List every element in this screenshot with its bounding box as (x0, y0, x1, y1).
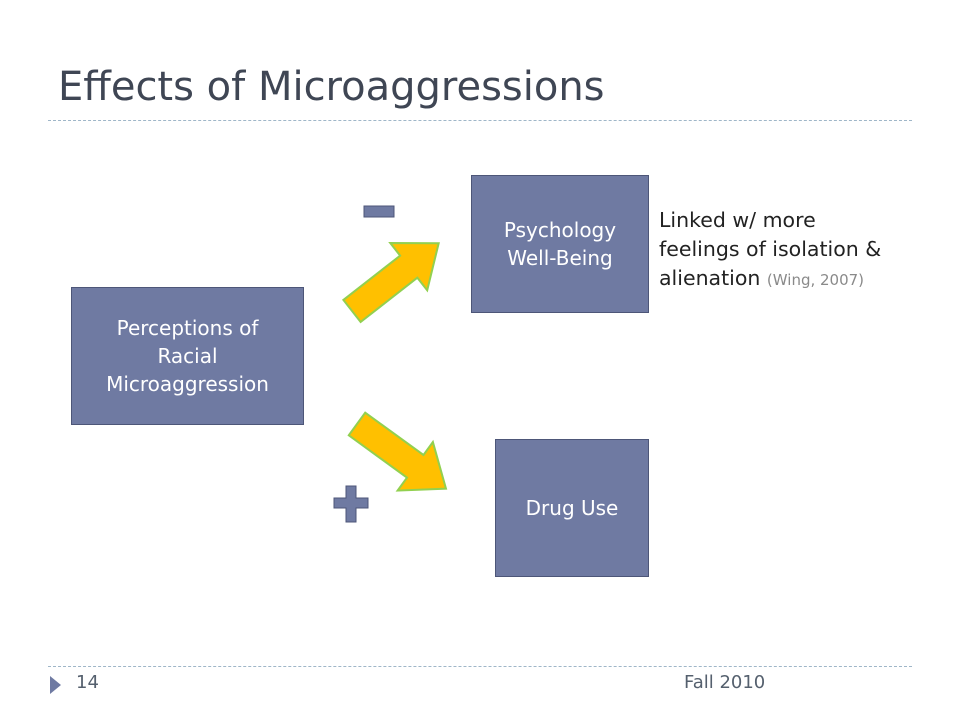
footer-date: Fall 2010 (684, 672, 766, 693)
footer-bullet-icon (50, 676, 61, 694)
drug-use-label: Drug Use (525, 496, 619, 520)
arrow-down-icon (347, 411, 448, 492)
psychology-label: Psychology Well-Being (503, 218, 617, 270)
title-divider (48, 120, 912, 121)
note-citation: (Wing, 2007) (766, 271, 865, 289)
perceptions-label: Perceptions of Racial Microaggression (106, 316, 269, 396)
psychology-box: Psychology Well-Being (471, 175, 649, 313)
slide-number: 14 (76, 672, 99, 693)
note-line-3: alienation (Wing, 2007) (659, 264, 881, 295)
arrow-up-icon (341, 242, 440, 324)
note-line-2: feelings of isolation & (659, 237, 882, 261)
footer-divider (48, 666, 912, 667)
drug-use-box: Drug Use (495, 439, 649, 577)
note-line-1: Linked w/ more (659, 208, 816, 232)
perceptions-box: Perceptions of Racial Microaggression (71, 287, 304, 425)
minus-sign-icon (363, 205, 395, 218)
note-line-3-text: alienation (659, 266, 761, 290)
slide-title: Effects of Microaggressions (58, 64, 605, 110)
effect-note: Linked w/ more feelings of isolation & a… (659, 206, 881, 295)
plus-sign-icon (333, 485, 369, 523)
